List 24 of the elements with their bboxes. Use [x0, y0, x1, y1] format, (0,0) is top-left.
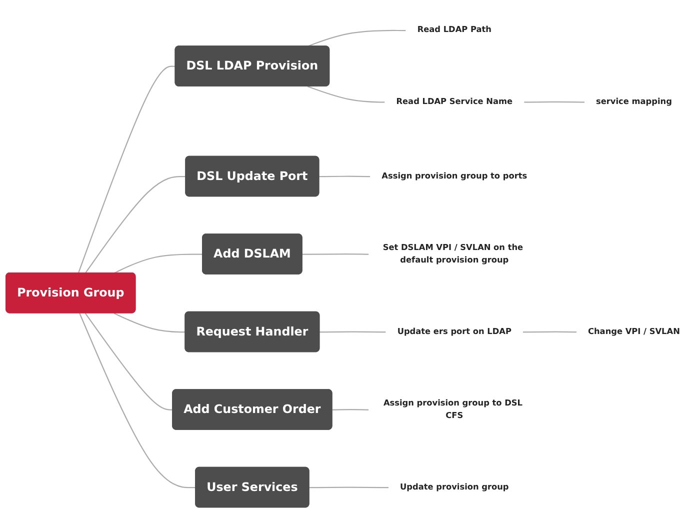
node-text: Update ers port on LDAP: [397, 326, 512, 336]
connector: [78, 66, 176, 274]
node-text: Set DSLAM VPI / SVLAN on the default provision group: [382, 242, 524, 264]
connector: [320, 331, 387, 333]
node-text: Read LDAP Service Name: [396, 96, 513, 106]
connector: [524, 101, 586, 103]
connector: [319, 176, 371, 178]
connector: [307, 30, 407, 47]
node-text: Change VPI / SVLAN: [588, 326, 680, 336]
connector: [307, 86, 386, 103]
connector: [332, 408, 370, 410]
connector: [302, 253, 370, 255]
connector: [309, 486, 390, 488]
connector: [79, 312, 196, 488]
node-text: service mapping: [596, 96, 672, 106]
connector: [114, 312, 186, 333]
node-text: Read LDAP Path: [417, 24, 492, 34]
connector: [522, 331, 578, 333]
connector: [84, 312, 173, 410]
node-text: Assign provision group to DSL CFS: [383, 398, 522, 420]
connector: [114, 254, 203, 274]
connector: [84, 176, 186, 274]
node-text: Update provision group: [400, 482, 509, 492]
node-text: Assign provision group to ports: [382, 170, 528, 180]
